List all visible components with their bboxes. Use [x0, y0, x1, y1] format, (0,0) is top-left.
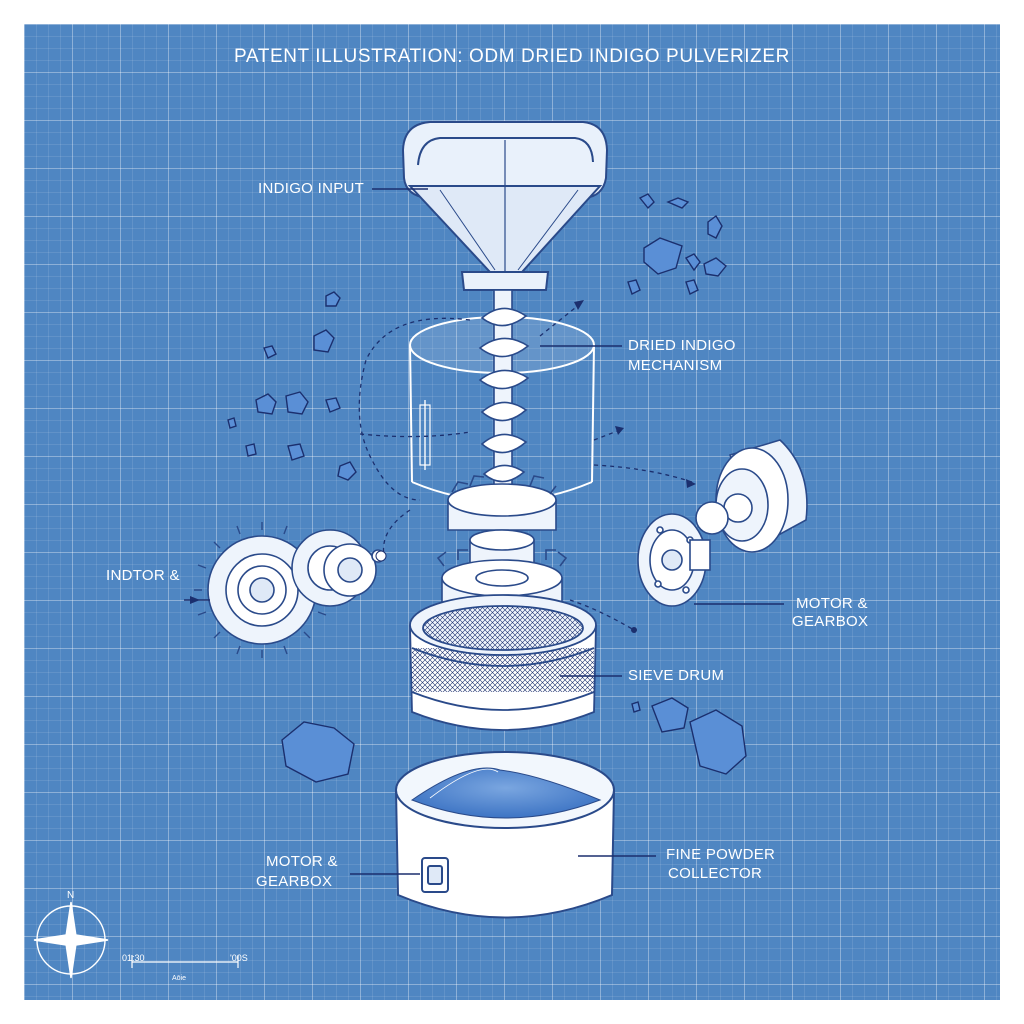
collector-icon — [395, 751, 615, 919]
auger-icon — [478, 289, 530, 491]
compass-north-label: N — [67, 890, 75, 901]
label-fine-powder: FINE POWDER — [666, 846, 776, 863]
label-motor-right: MOTOR & — [796, 595, 868, 612]
label-sieve-drum: SIEVE DRUM — [628, 667, 725, 684]
scale-caption: Aōie — [172, 975, 187, 982]
scale-bar — [131, 955, 239, 968]
scale-right-label: '00S — [230, 953, 248, 963]
leader-lines — [184, 188, 784, 875]
label-collector: COLLECTOR — [668, 865, 763, 882]
page-title: PATENT ILLUSTRATION: ODM DRIED INDIGO PU… — [234, 46, 790, 67]
label-mechanism: MECHANISM — [628, 357, 723, 374]
scale-left-label: 01:30 — [122, 953, 145, 963]
hopper-icon — [401, 121, 609, 291]
label-indigo-input: INDIGO INPUT — [258, 180, 365, 197]
indigo-chunks — [227, 193, 747, 783]
label-motor-bottom: MOTOR & — [266, 853, 338, 870]
label-indtor: INDTOR & — [106, 567, 180, 584]
left-gear-icon — [194, 522, 385, 658]
compass-rose-icon — [33, 901, 109, 979]
flow-lines — [358, 303, 693, 631]
sieve-icon — [409, 594, 597, 731]
motor-icon — [637, 439, 808, 607]
label-gearbox-bottom: GEARBOX — [256, 873, 333, 890]
label-dried-indigo: DRIED INDIGO — [628, 337, 736, 354]
ball-bearing — [375, 550, 387, 562]
label-gearbox-right: GEARBOX — [792, 613, 869, 630]
center-gear-stack — [436, 475, 568, 605]
